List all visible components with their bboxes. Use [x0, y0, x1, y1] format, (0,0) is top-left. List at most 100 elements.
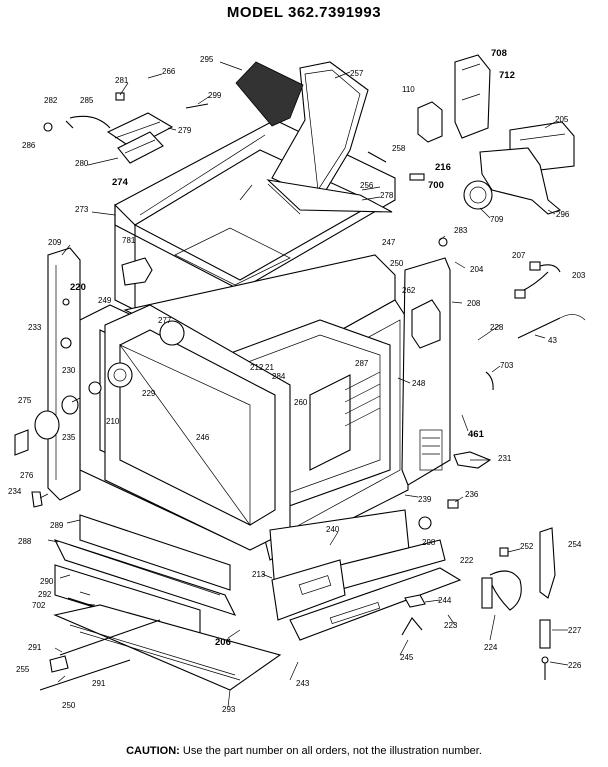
- label-708: 708: [491, 48, 507, 59]
- label-461: 461: [468, 429, 485, 440]
- label-282: 282: [44, 96, 58, 105]
- small-rod-299: [185, 103, 209, 109]
- label-281: 281: [115, 76, 129, 85]
- label-275: 275: [18, 396, 32, 405]
- label-43: 43: [548, 336, 557, 345]
- label-290: 290: [40, 577, 54, 586]
- side-panel-208: [401, 257, 451, 486]
- label-223: 223: [444, 621, 458, 630]
- clip-252: [499, 547, 509, 557]
- label-273: 273: [75, 205, 89, 214]
- broiler-door-213: [271, 559, 346, 621]
- label-246: 246: [196, 433, 210, 442]
- label-703: 703: [500, 361, 514, 370]
- bracket-296: [479, 147, 562, 215]
- label-276: 276: [20, 471, 34, 480]
- caution-text: Use the part number on all orders, not t…: [182, 745, 482, 757]
- knob-235: [61, 395, 79, 415]
- label-228: 228: [490, 323, 504, 332]
- bracket-781: [121, 257, 153, 286]
- label-293: 293: [222, 705, 236, 714]
- switch-110: [417, 101, 443, 143]
- cover-708: [454, 54, 491, 139]
- label-249: 249: [98, 296, 112, 305]
- clip-700: [409, 173, 425, 181]
- label-291a: 291: [28, 643, 42, 652]
- label-229: 229: [142, 389, 156, 398]
- label-212: 212: [250, 363, 264, 372]
- label-700: 700: [428, 180, 444, 191]
- label-286: 286: [22, 141, 36, 150]
- label-262: 262: [402, 286, 416, 295]
- label-709: 709: [490, 215, 504, 224]
- foot-245: [401, 617, 423, 636]
- label-204: 204: [470, 265, 484, 274]
- label-235: 235: [62, 433, 76, 442]
- label-207: 207: [512, 251, 526, 260]
- label-291b: 291: [92, 679, 106, 688]
- screw-226: [541, 656, 549, 680]
- label-255: 255: [16, 665, 30, 674]
- label-712: 712: [499, 70, 515, 81]
- burner-assembly: [43, 92, 174, 164]
- bracket-276: [14, 429, 29, 456]
- label-208: 208: [467, 299, 481, 308]
- label-277: 277: [158, 316, 172, 325]
- label-243: 243: [296, 679, 310, 688]
- label-266: 266: [162, 67, 176, 76]
- label-21: 21: [265, 363, 274, 372]
- element-227: [539, 619, 551, 649]
- label-257: 257: [350, 69, 364, 78]
- label-230: 230: [62, 366, 76, 375]
- caution-note: CAUTION: Use the part number on all orde…: [0, 745, 608, 757]
- wire-709: [463, 180, 493, 210]
- rod-291: [39, 619, 161, 691]
- label-110: 110: [402, 85, 415, 94]
- label-240: 240: [326, 525, 340, 534]
- label-258: 258: [392, 144, 406, 153]
- label-239: 239: [418, 495, 432, 504]
- top-sheet: [266, 179, 393, 215]
- grommet-298: [418, 516, 432, 530]
- side-panel-209: [47, 247, 81, 501]
- label-233: 233: [28, 323, 42, 332]
- drawer-288: [53, 539, 237, 616]
- bracket-255: [49, 655, 69, 673]
- spring-254: [539, 527, 556, 599]
- sensor-43: [517, 314, 586, 339]
- lamp-277: [159, 320, 185, 346]
- label-702: 702: [32, 601, 46, 610]
- screw-220: [62, 298, 70, 306]
- label-206: 206: [215, 637, 231, 648]
- drawer-pan-289: [79, 514, 231, 591]
- filter-screen: [235, 61, 304, 127]
- label-244: 244: [438, 596, 452, 605]
- label-231: 231: [498, 454, 512, 463]
- label-252: 252: [520, 542, 534, 551]
- bottom-drawer-293: [53, 604, 282, 691]
- clip-703: [485, 371, 494, 391]
- label-222: 222: [460, 556, 474, 565]
- spring-258: [367, 151, 387, 163]
- knob-275: [34, 410, 60, 440]
- label-274: 274: [112, 177, 129, 188]
- grommet-233: [60, 337, 72, 349]
- leader-lines: [39, 61, 569, 708]
- label-210: 210: [106, 417, 120, 426]
- label-284: 284: [272, 372, 286, 381]
- hinge-222: [481, 570, 522, 611]
- label-280: 280: [75, 159, 89, 168]
- valve-229: [107, 362, 133, 388]
- label-216: 216: [435, 162, 451, 173]
- label-248: 248: [412, 379, 426, 388]
- label-250: 250: [390, 259, 404, 268]
- label-292: 292: [38, 590, 52, 599]
- label-260: 260: [294, 398, 308, 407]
- label-287: 287: [355, 359, 369, 368]
- valve-230: [88, 381, 102, 395]
- label-220: 220: [70, 282, 86, 293]
- label-278: 278: [380, 191, 394, 200]
- label-279: 279: [178, 126, 192, 135]
- label-295: 295: [200, 55, 214, 64]
